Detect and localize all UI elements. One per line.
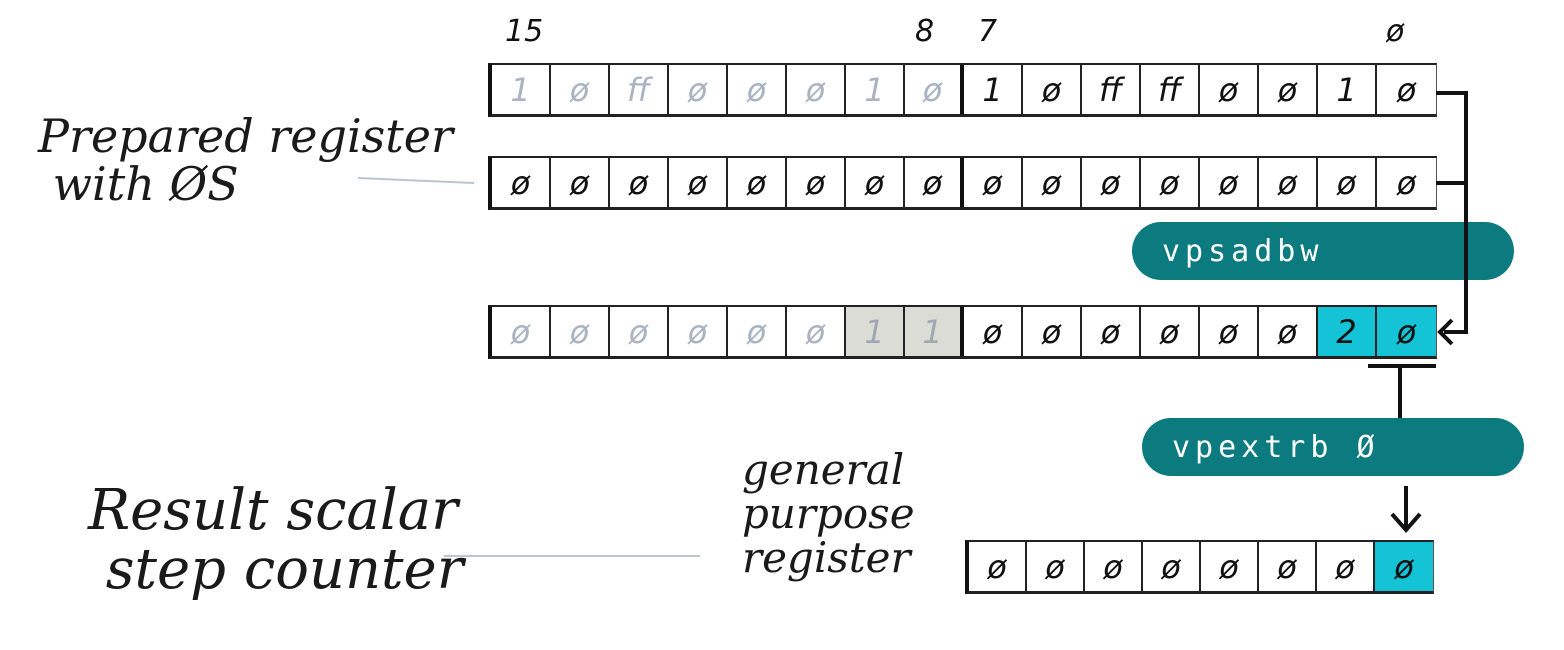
vpsadbw-instruction: vpsadbw bbox=[1132, 222, 1514, 280]
result-byte-0: ø bbox=[1377, 307, 1436, 356]
input-byte-6: ø bbox=[1023, 65, 1082, 114]
result-byte-4: ø bbox=[1141, 307, 1200, 356]
zeros-byte-2: ø bbox=[1259, 158, 1318, 207]
zeros-byte-0: ø bbox=[1396, 163, 1417, 202]
result-byte-12: ø bbox=[669, 307, 728, 356]
input-byte-14: ø bbox=[551, 65, 610, 114]
input-byte-2: ø bbox=[1259, 65, 1318, 114]
general-purpose-register-label: general purpose register bbox=[742, 445, 915, 583]
input-byte-15: 1 bbox=[492, 65, 551, 114]
zeros-byte-8: ø bbox=[905, 158, 964, 207]
zeros-byte-5: ø bbox=[1082, 158, 1141, 207]
result-byte-8: 1 bbox=[905, 307, 964, 356]
gpr-byte-1: ø bbox=[1317, 542, 1375, 591]
gpr-byte-3: ø bbox=[1201, 542, 1259, 591]
bit-label-15: 15 bbox=[505, 14, 544, 49]
input-byte-1: 1 bbox=[1318, 65, 1377, 114]
zeros-byte-6: ø bbox=[1023, 158, 1082, 207]
gpr-byte-2: ø bbox=[1259, 542, 1317, 591]
input-byte-7: 1 bbox=[964, 65, 1023, 114]
zeros-byte-3: ø bbox=[1200, 158, 1259, 207]
zeros-byte-13: ø bbox=[610, 158, 669, 207]
result-byte-11: ø bbox=[728, 307, 787, 356]
bit-label-7: 7 bbox=[978, 14, 998, 49]
zeros-byte-4: ø bbox=[1141, 158, 1200, 207]
zeros-byte-11: ø bbox=[728, 158, 787, 207]
gpr-byte-5: ø bbox=[1085, 542, 1143, 591]
result-byte-10: ø bbox=[787, 307, 846, 356]
result-byte-9: 1 bbox=[846, 307, 905, 356]
input-byte-10: ø bbox=[787, 65, 846, 114]
zeros-byte-1: ø bbox=[1318, 158, 1377, 207]
gpr-byte-6: ø bbox=[1027, 542, 1085, 591]
zeros-byte-12: ø bbox=[669, 158, 728, 207]
prepared-label-leader bbox=[357, 177, 475, 184]
result-byte-2: ø bbox=[1259, 307, 1318, 356]
extract-arrowhead bbox=[1390, 512, 1422, 534]
input-byte-8: ø bbox=[905, 65, 964, 114]
result-byte-7: ø bbox=[964, 307, 1023, 356]
gpr-byte-4: ø bbox=[1143, 542, 1201, 591]
result-step-counter-label: Result scalar step counter bbox=[88, 478, 464, 602]
gpr-byte-0: ø bbox=[1375, 542, 1433, 591]
zeros-byte-10: ø bbox=[787, 158, 846, 207]
input-byte-12: ø bbox=[669, 65, 728, 114]
input-byte-9: 1 bbox=[846, 65, 905, 114]
input-byte-4: ff bbox=[1141, 65, 1200, 114]
input-byte-5: ff bbox=[1082, 65, 1141, 114]
result-byte-15: ø bbox=[492, 307, 551, 356]
input-byte-11: ø bbox=[728, 65, 787, 114]
zeros-byte-7: ø bbox=[964, 158, 1023, 207]
result-byte-6: ø bbox=[1023, 307, 1082, 356]
input-byte-0: ø bbox=[1396, 70, 1417, 109]
gpr-byte-7: ø bbox=[969, 542, 1027, 591]
result-byte-13: ø bbox=[610, 307, 669, 356]
input-to-sad-connector bbox=[1436, 91, 1468, 334]
result-byte-3: ø bbox=[1200, 307, 1259, 356]
input-byte-13: ff bbox=[610, 65, 669, 114]
input-register: 1 ø ff ø ø ø 1 ø 1 ø ff ff ø ø 1 ø bbox=[488, 63, 1437, 117]
vpextrb-instruction: vpextrb Ø bbox=[1142, 418, 1524, 476]
result-byte-1: 2 bbox=[1318, 307, 1377, 356]
result-byte-14: ø bbox=[551, 307, 610, 356]
sad-result-register: ø ø ø ø ø ø 1 1 ø ø ø ø ø ø 2 ø bbox=[488, 305, 1437, 359]
zeros-byte-15: ø bbox=[492, 158, 551, 207]
result-byte-5: ø bbox=[1082, 307, 1141, 356]
sad-result-arrowhead bbox=[1437, 318, 1454, 346]
zeros-byte-14: ø bbox=[551, 158, 610, 207]
zeros-byte-9: ø bbox=[846, 158, 905, 207]
general-purpose-register: ø ø ø ø ø ø ø ø bbox=[965, 540, 1434, 594]
bit-label-8: 8 bbox=[915, 14, 935, 49]
input-byte-3: ø bbox=[1200, 65, 1259, 114]
prepared-register-label: Prepared register with ØS bbox=[38, 109, 453, 212]
bit-label-0: ø bbox=[1386, 14, 1405, 49]
